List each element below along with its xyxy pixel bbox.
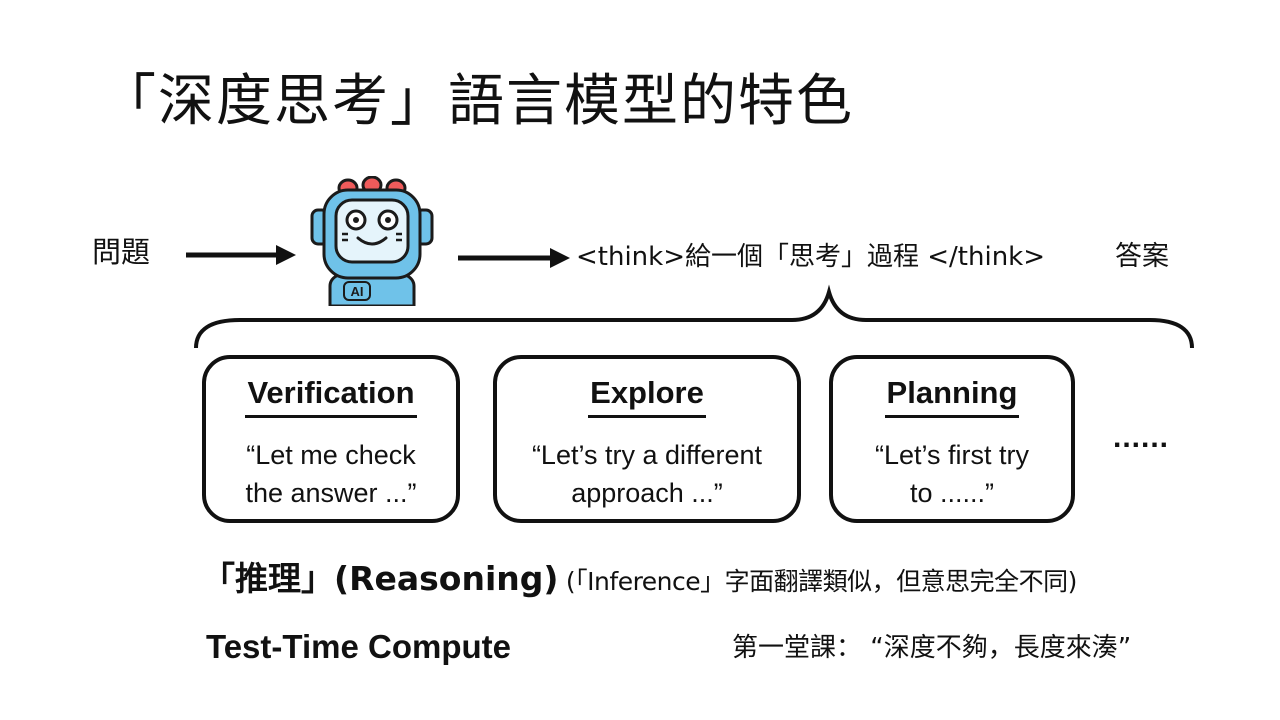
lesson-note: 第一堂課： “深度不夠，長度來湊”	[732, 633, 1132, 663]
reasoning-term: 「推理」(Reasoning)	[202, 559, 559, 598]
card-title: Verification	[245, 373, 417, 418]
answer-label: 答案	[1115, 241, 1169, 272]
slide-title: 「深度思考」語言模型的特色	[100, 69, 854, 134]
robot-badge-text: AI	[351, 284, 364, 299]
think-process-text: <think>給一個「思考」過程 </think>	[576, 242, 1046, 272]
more-ellipsis: ......	[1113, 421, 1170, 454]
card-explore: Explore “Let’s try a different approach …	[493, 355, 801, 523]
robot-icon: AI	[310, 176, 434, 306]
arrow-model-to-think	[458, 248, 570, 268]
reasoning-line: 「推理」(Reasoning) (「Inference」字面翻譯類似，但意思完全…	[202, 556, 1077, 605]
question-label: 問題	[92, 235, 151, 269]
card-verification: Verification “Let me check the answer ..…	[202, 355, 460, 523]
card-planning: Planning “Let’s first try to ......”	[829, 355, 1075, 523]
reasoning-note: (「Inference」字面翻譯類似，但意思完全不同)	[558, 567, 1078, 596]
card-title: Explore	[588, 373, 706, 418]
card-quote: “Let me check the answer ...”	[245, 440, 417, 508]
arrow-question-to-model	[186, 245, 296, 265]
card-title: Planning	[884, 373, 1020, 418]
card-quote: “Let’s first try to ......”	[874, 440, 1030, 508]
test-time-compute: Test-Time Compute	[206, 628, 511, 665]
card-quote: “Let’s try a different approach ...”	[531, 440, 763, 508]
